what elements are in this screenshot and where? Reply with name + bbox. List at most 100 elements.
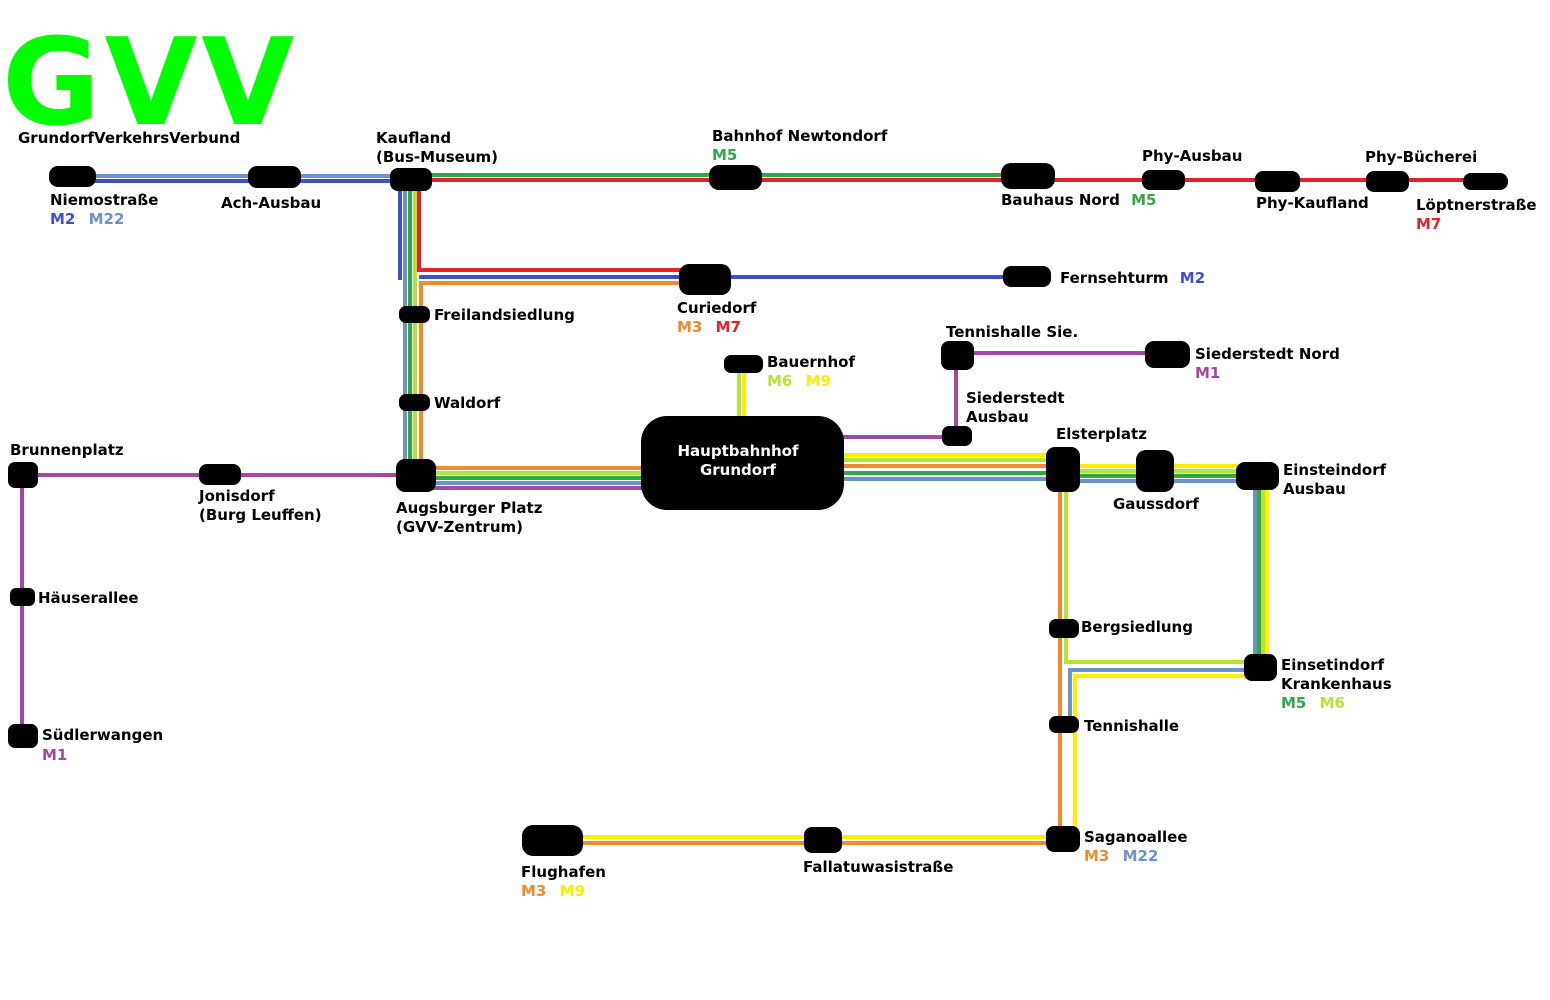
map-subtitle: GrundorfVerkehrsVerbund	[18, 129, 240, 147]
label-bauernhof: Bauernhof	[767, 353, 855, 371]
label-gaussdorf: Gaussdorf	[1113, 495, 1199, 513]
label-tennishalle: Tennishalle	[1084, 717, 1179, 735]
label-bahnhof-newtondorf: Bahnhof Newtondorf	[712, 127, 888, 145]
label-ach-ausbau: Ach-Ausbau	[221, 194, 321, 212]
station-freilandsiedlung[interactable]	[399, 306, 430, 323]
label-brunnenplatz: Brunnenplatz	[10, 441, 124, 459]
station-fernsehturm[interactable]	[1003, 266, 1051, 287]
station-bauernhof[interactable]	[724, 355, 763, 373]
station-augsburger-platz[interactable]	[396, 459, 436, 492]
tag-curiedorf: M3 M7	[677, 318, 741, 336]
tag-bahnhof-newtondorf-m5: M5	[712, 146, 737, 164]
label-einsteindorf-krankenhaus-2: Krankenhaus	[1281, 675, 1392, 693]
label-einsteindorf-ausbau-1: Einsteindorf	[1283, 461, 1387, 479]
station-saganoallee[interactable]	[1046, 826, 1080, 852]
tag-fernsehturm-m2: M2	[1180, 269, 1205, 287]
tag-m9: M9	[560, 882, 585, 900]
station-phy-kaufland[interactable]	[1255, 171, 1300, 192]
line-m22-kh-sagano	[1068, 668, 1262, 725]
label-einsteindorf-krankenhaus-1: Einsetindorf	[1281, 656, 1385, 674]
label-fernsehturm: Fernsehturm M2	[1060, 269, 1205, 287]
tag-m2: M2	[50, 210, 75, 228]
label-tennishalle-sie: Tennishalle Sie.	[946, 323, 1078, 341]
station-suedlerwangen[interactable]	[8, 724, 38, 748]
tag-loeptnerstrasse-m7: M7	[1416, 215, 1441, 233]
label-fallatuwasistrasse: Fallatuwasistraße	[803, 858, 953, 876]
tag-einsteindorf-krankenhaus: M5 M6	[1281, 694, 1345, 712]
station-tennishalle[interactable]	[1049, 716, 1079, 733]
label-bergsiedlung: Bergsiedlung	[1081, 618, 1193, 636]
station-haeuserallee[interactable]	[10, 588, 35, 606]
station-waldorf[interactable]	[399, 394, 430, 411]
map-logo-title: GVV	[2, 14, 298, 153]
label-siederstedt-nord: Siederstedt Nord	[1195, 345, 1340, 363]
tag-bauhaus-nord-m5: M5	[1131, 191, 1156, 209]
stations	[8, 163, 1508, 856]
label-flughafen: Flughafen	[521, 863, 606, 881]
station-phy-ausbau[interactable]	[1142, 170, 1185, 190]
label-jonisdorf-1: Jonisdorf	[198, 487, 275, 505]
label-bauhaus-nord: Bauhaus Nord M5	[1001, 191, 1156, 209]
label-jonisdorf-2: (Burg Leuffen)	[199, 506, 322, 524]
station-fallatuwasistrasse[interactable]	[804, 827, 842, 853]
station-gaussdorf[interactable]	[1136, 450, 1174, 492]
label-phy-ausbau: Phy-Ausbau	[1142, 147, 1242, 165]
label-freilandsiedlung: Freilandsiedlung	[434, 306, 575, 324]
station-brunnenplatz[interactable]	[8, 462, 38, 488]
tag-m3: M3	[521, 882, 546, 900]
tag-saganoallee: M3 M22	[1084, 847, 1158, 865]
label-waldorf: Waldorf	[434, 394, 501, 412]
label-phy-buecherei: Phy-Bücherei	[1365, 148, 1477, 166]
station-bergsiedlung[interactable]	[1049, 619, 1079, 638]
tag-m9: M9	[806, 372, 831, 390]
station-siederstedt-nord[interactable]	[1145, 341, 1190, 368]
label-kaufland-1: Kaufland	[376, 129, 451, 147]
label-bauhaus-nord-name: Bauhaus Nord	[1001, 191, 1120, 209]
station-phy-buecherei[interactable]	[1366, 171, 1409, 192]
tag-suedlerwangen-m1: M1	[42, 746, 67, 764]
station-bahnhof-newtondorf[interactable]	[709, 165, 762, 190]
label-hauptbahnhof-1: Hauptbahnhof	[678, 442, 799, 460]
station-siederstedt-ausbau[interactable]	[942, 426, 972, 446]
station-einsteindorf-krankenhaus[interactable]	[1244, 654, 1277, 681]
label-niemostrasse: Niemostraße	[50, 191, 158, 209]
station-curiedorf[interactable]	[679, 264, 731, 295]
station-elsterplatz[interactable]	[1046, 447, 1080, 492]
label-kaufland-2: (Bus-Museum)	[376, 148, 498, 166]
tag-niemostrasse: M2 M22	[50, 210, 124, 228]
station-bauhaus-nord[interactable]	[1001, 163, 1055, 189]
label-einsteindorf-ausbau-2: Ausbau	[1283, 480, 1346, 498]
station-jonisdorf[interactable]	[199, 464, 241, 485]
station-loeptnerstrasse[interactable]	[1463, 173, 1508, 190]
tag-m6: M6	[767, 372, 792, 390]
station-einsteindorf-ausbau[interactable]	[1236, 462, 1279, 490]
tag-m5: M5	[1281, 694, 1306, 712]
label-siederstedt-ausbau-1: Siederstedt	[966, 389, 1065, 407]
tag-m6: M6	[1320, 694, 1345, 712]
label-siederstedt-ausbau-2: Ausbau	[966, 408, 1029, 426]
tag-m22: M22	[1123, 847, 1159, 865]
label-fernsehturm-name: Fernsehturm	[1060, 269, 1169, 287]
line-m6-elster-kh	[1064, 470, 1262, 664]
label-augsburger-platz-2: (GVV-Zentrum)	[396, 518, 523, 536]
label-augsburger-platz-1: Augsburger Platz	[396, 499, 543, 517]
station-hauptbahnhof[interactable]	[641, 416, 844, 510]
tag-m22: M22	[89, 210, 125, 228]
station-niemostrasse[interactable]	[49, 166, 96, 187]
station-tennishalle-sie[interactable]	[941, 341, 974, 370]
label-elsterplatz: Elsterplatz	[1056, 425, 1147, 443]
tag-siederstedt-nord-m1: M1	[1195, 364, 1220, 382]
label-suedlerwangen: Südlerwangen	[42, 726, 163, 744]
station-flughafen[interactable]	[522, 825, 583, 856]
label-saganoallee: Saganoallee	[1084, 828, 1188, 846]
label-hauptbahnhof-2: Grundorf	[700, 461, 777, 479]
station-ach-ausbau[interactable]	[248, 166, 301, 188]
line-m7-kaufland-curiedorf	[417, 185, 705, 272]
label-curiedorf: Curiedorf	[677, 299, 757, 317]
tag-bauernhof: M6 M9	[767, 372, 831, 390]
station-kaufland[interactable]	[390, 168, 432, 191]
label-loeptnerstrasse: Löptnerstraße	[1416, 196, 1537, 214]
line-m9-kh-sagano	[1073, 674, 1262, 840]
label-haeuserallee: Häuserallee	[38, 589, 139, 607]
